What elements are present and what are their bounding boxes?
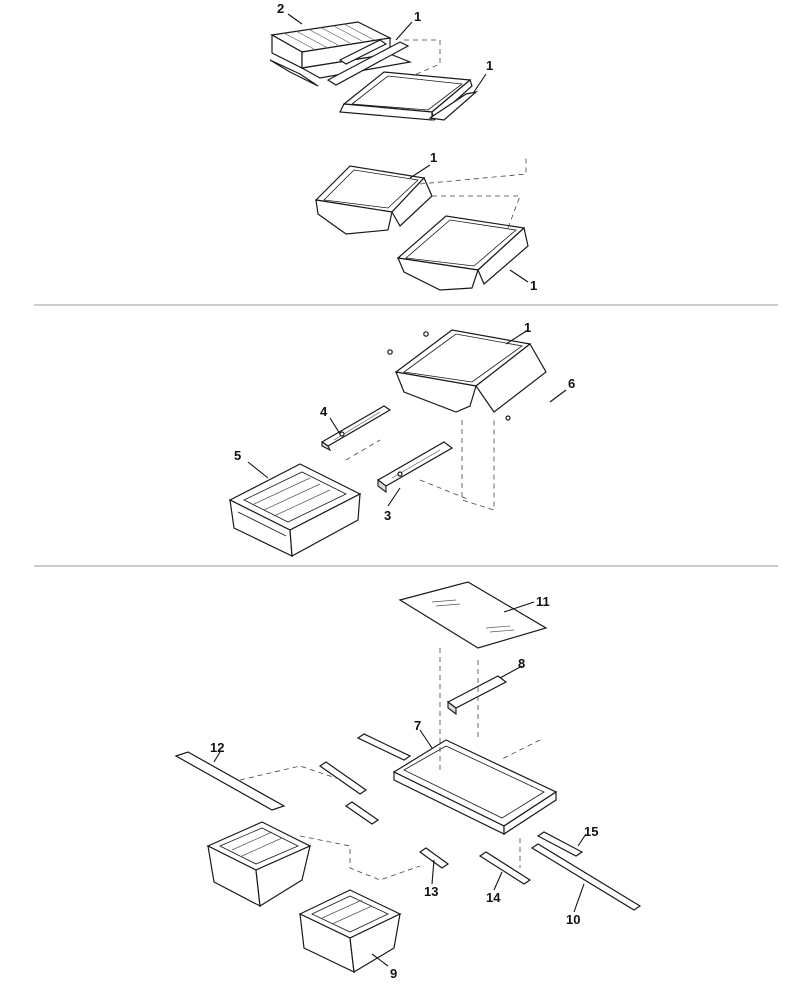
rail-small xyxy=(344,801,380,825)
callout-11: 11 xyxy=(536,594,550,609)
clip-13 xyxy=(418,847,450,869)
drawer-upper xyxy=(206,821,312,908)
glass-panel-11 xyxy=(398,581,548,649)
shelf-rail-top xyxy=(326,39,410,86)
callout-1-lower-shelf: 1 xyxy=(530,278,537,293)
drawer-slide-3 xyxy=(376,441,454,494)
callout-14: 14 xyxy=(486,890,501,905)
callout-1-upper-shelf: 1 xyxy=(486,58,493,73)
callout-10: 10 xyxy=(566,912,580,927)
section-bottom: 11 8 7 12 15 13 14 10 9 xyxy=(174,581,642,981)
callout-12: 12 xyxy=(210,740,224,755)
callout-4: 4 xyxy=(320,404,328,419)
section-top: 2 1 1 1 1 xyxy=(269,1,537,293)
callout-1-shelf: 1 xyxy=(524,320,531,335)
rail-12 xyxy=(174,751,286,811)
callout-8: 8 xyxy=(518,656,525,671)
rail-top xyxy=(356,733,412,761)
drawer-slide-4 xyxy=(320,405,392,452)
glass-shelf-3 xyxy=(396,215,529,291)
glass-shelf-2 xyxy=(314,165,433,235)
callout-6: 6 xyxy=(568,376,575,391)
rail-14 xyxy=(478,851,532,885)
rail-15 xyxy=(536,831,584,857)
crisper-drawer-5 xyxy=(228,463,362,557)
glass-shelf-4 xyxy=(387,329,547,421)
callout-2: 2 xyxy=(277,1,284,16)
shelf-frame-7 xyxy=(392,739,558,836)
callout-1-middle-shelf: 1 xyxy=(430,150,437,165)
callout-3: 3 xyxy=(384,508,391,523)
section-middle: 1 6 4 5 3 xyxy=(228,320,575,557)
rail-left xyxy=(318,761,368,795)
glass-shelf-1 xyxy=(339,71,479,122)
crisper-drawer-9 xyxy=(298,889,402,974)
long-rail-10 xyxy=(530,843,642,911)
bracket-8 xyxy=(446,675,508,716)
callout-9: 9 xyxy=(390,966,397,981)
callout-7: 7 xyxy=(414,718,421,733)
callout-13: 13 xyxy=(424,884,438,899)
callout-15: 15 xyxy=(584,824,598,839)
callout-5: 5 xyxy=(234,448,241,463)
callout-1-cover-rail: 1 xyxy=(414,9,421,24)
